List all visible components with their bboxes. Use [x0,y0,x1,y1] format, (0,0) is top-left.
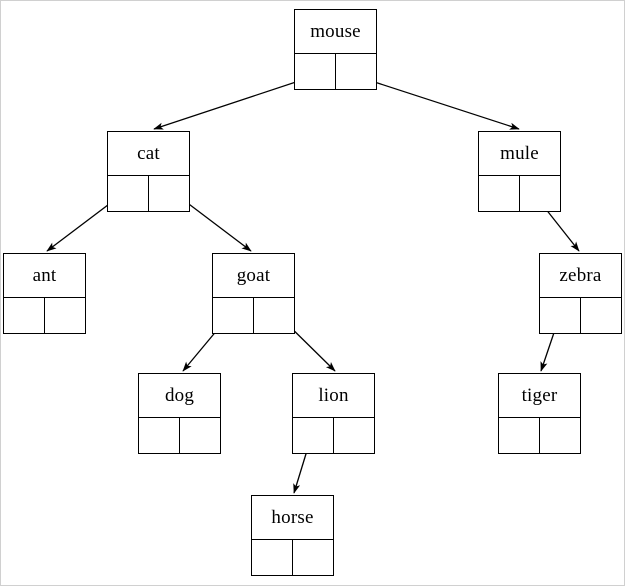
tree-node-label: zebra [540,254,621,298]
left-child-pointer-cell[interactable] [252,540,293,575]
tree-node-label: ant [4,254,85,298]
tree-node-pointers [293,418,374,453]
tree-node-label: goat [213,254,294,298]
tree-node-pointers [540,298,621,333]
tree-node-zebra[interactable]: zebra [539,253,622,334]
right-child-pointer-cell[interactable] [540,418,580,453]
tree-node-dog[interactable]: dog [138,373,221,454]
tree-node-pointers [108,176,189,211]
tree-node-label: tiger [499,374,580,418]
tree-node-horse[interactable]: horse [251,495,334,576]
tree-node-cat[interactable]: cat [107,131,190,212]
tree-node-label: dog [139,374,220,418]
tree-node-pointers [252,540,333,575]
tree-node-tiger[interactable]: tiger [498,373,581,454]
left-child-pointer-cell[interactable] [479,176,520,211]
left-child-pointer-cell[interactable] [499,418,540,453]
left-child-pointer-cell[interactable] [295,54,336,89]
right-child-pointer-cell[interactable] [149,176,189,211]
tree-node-pointers [499,418,580,453]
tree-node-label: lion [293,374,374,418]
right-child-pointer-cell[interactable] [180,418,220,453]
right-child-pointer-cell[interactable] [336,54,376,89]
tree-node-pointers [295,54,376,89]
right-child-pointer-cell[interactable] [334,418,374,453]
right-child-pointer-cell[interactable] [520,176,560,211]
right-child-pointer-cell[interactable] [45,298,85,333]
left-child-pointer-cell[interactable] [293,418,334,453]
tree-node-pointers [479,176,560,211]
tree-node-mouse[interactable]: mouse [294,9,377,90]
edge-mouse-to-cat [153,75,315,130]
tree-node-pointers [213,298,294,333]
tree-node-ant[interactable]: ant [3,253,86,334]
left-child-pointer-cell[interactable] [213,298,254,333]
left-child-pointer-cell[interactable] [540,298,581,333]
tree-node-label: horse [252,496,333,540]
tree-node-label: cat [108,132,189,176]
tree-node-pointers [139,418,220,453]
tree-node-mule[interactable]: mule [478,131,561,212]
left-child-pointer-cell[interactable] [139,418,180,453]
right-child-pointer-cell[interactable] [293,540,333,575]
tree-node-label: mouse [295,10,376,54]
right-child-pointer-cell[interactable] [254,298,294,333]
tree-node-goat[interactable]: goat [212,253,295,334]
right-child-pointer-cell[interactable] [581,298,621,333]
tree-node-pointers [4,298,85,333]
left-child-pointer-cell[interactable] [4,298,45,333]
tree-node-lion[interactable]: lion [292,373,375,454]
edge-mouse-to-mule [355,75,520,130]
left-child-pointer-cell[interactable] [108,176,149,211]
tree-node-label: mule [479,132,560,176]
